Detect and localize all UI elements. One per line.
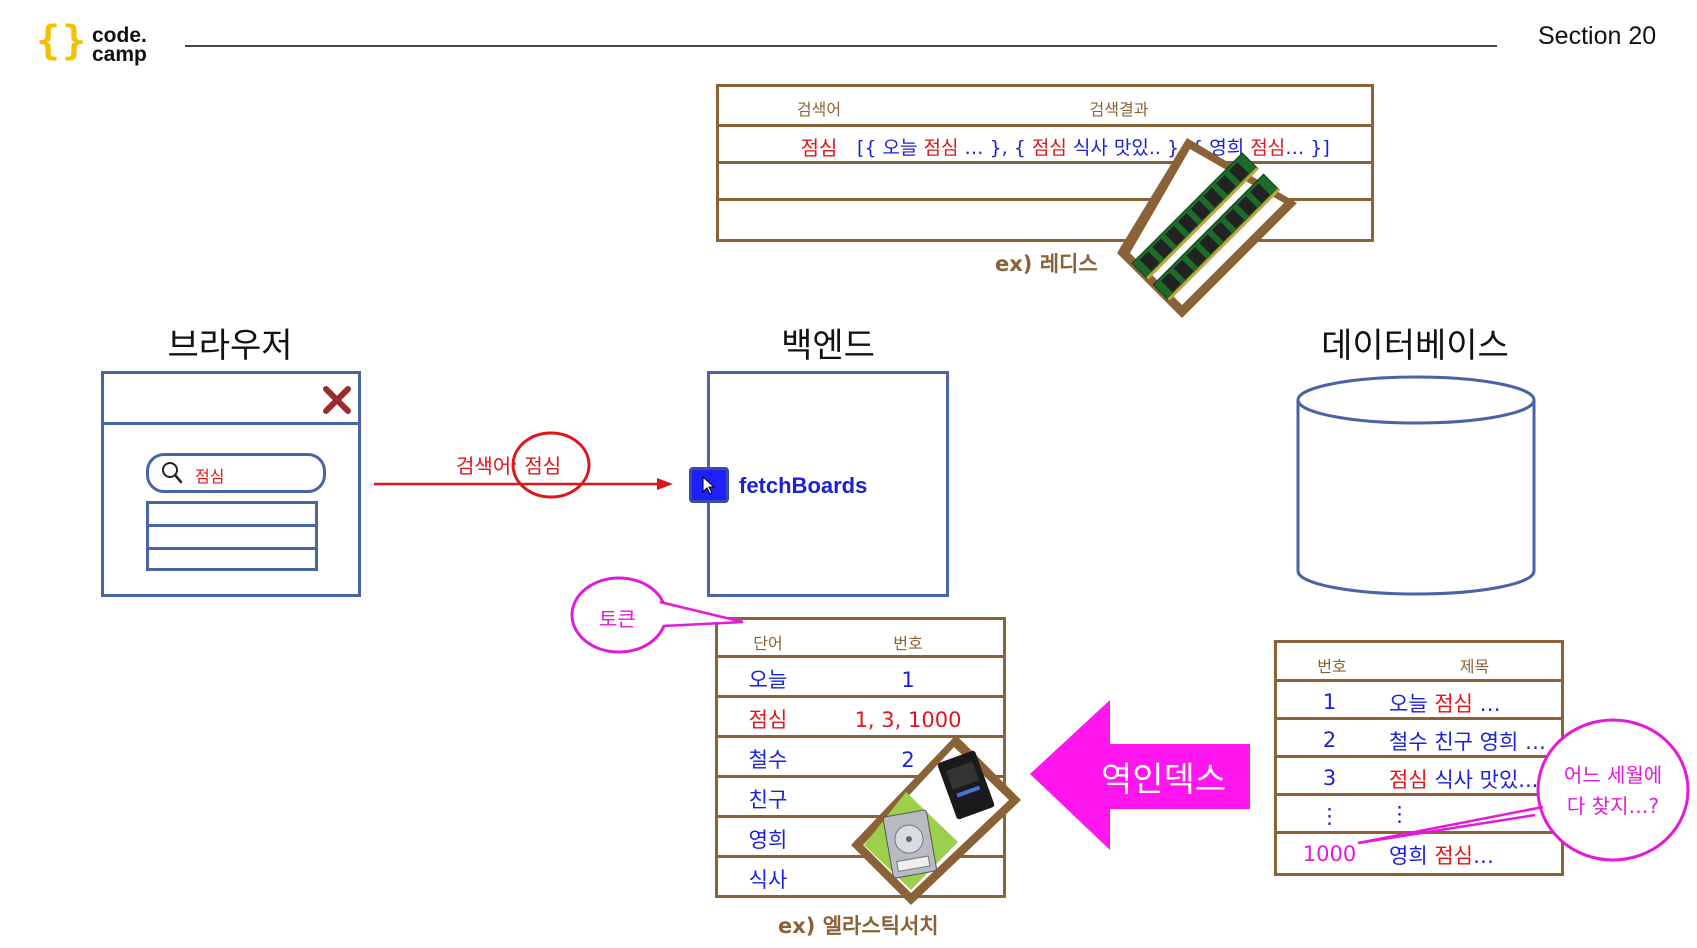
- db-row-title: 오늘 점심 …: [1389, 688, 1501, 718]
- section-label: Section 20: [1538, 22, 1657, 50]
- db-row-title: 철수 친구 영희 …: [1389, 726, 1546, 756]
- backend-function: fetchBoards: [739, 473, 868, 498]
- db-row-title-part: 점심: [1389, 768, 1428, 792]
- header-rule: [185, 45, 1497, 47]
- inverted-index-arrow: [1030, 700, 1250, 850]
- db-row: 3 점심 식사 맛있...: [1277, 758, 1561, 796]
- db-row-title-part: 철수 친구 영희 …: [1389, 730, 1546, 754]
- close-x-icon[interactable]: [323, 386, 351, 414]
- logo-text: code. camp: [92, 24, 147, 66]
- redis-header-row: 검색어 검색결과: [719, 87, 1371, 127]
- inverted-index-arrow-label: 역인덱스: [1101, 760, 1227, 800]
- ssd-image: [937, 750, 995, 820]
- redis-result-part: 점심: [1031, 137, 1067, 159]
- redis-header-result: 검색결과: [1089, 100, 1149, 119]
- database-cylinder: [1296, 375, 1536, 596]
- idx-row: 오늘 1: [718, 658, 1003, 698]
- backend-title: 백엔드: [781, 326, 875, 366]
- result-list-divider: [149, 547, 315, 550]
- search-icon: [162, 462, 183, 484]
- redis-result-part: [{ 오늘: [857, 137, 924, 159]
- database-title: 데이터베이스: [1321, 326, 1509, 366]
- browser-window: 점심: [101, 371, 361, 597]
- idx-row-word: 식사: [748, 868, 788, 892]
- redis-row-keyword: 점심: [800, 136, 838, 160]
- db-row-title: 영희 점심…: [1389, 840, 1494, 870]
- idx-caption: ex) 엘라스틱서치: [778, 914, 939, 938]
- db-header-title: 제목: [1459, 657, 1490, 676]
- request-label: 검색어: 점심: [456, 450, 561, 479]
- idx-row: 식사: [718, 858, 1003, 898]
- db-row-title-part: 오늘: [1389, 692, 1435, 716]
- idx-row: 점심 1, 3, 1000: [718, 698, 1003, 738]
- db-row: 1000 영희 점심…: [1277, 834, 1561, 870]
- hdd-image: [882, 809, 937, 879]
- idx-header-row: 단어 번호: [718, 620, 1003, 658]
- db-row-title-part: 식사 맛있...: [1427, 768, 1539, 792]
- redis-row-1: 점심 [{ 오늘 점심 … }, { 점심 식사 맛있.. }, { 영희 점심…: [719, 127, 1371, 164]
- result-list-divider: [149, 524, 315, 527]
- search-input-value: 점심: [195, 467, 225, 486]
- search-input[interactable]: 점심: [146, 453, 326, 493]
- redis-result-part: 점심: [923, 137, 959, 159]
- db-header-row: 번호 제목: [1277, 643, 1561, 682]
- db-row-no: 2: [1322, 728, 1337, 752]
- redis-result-part: … }, {: [958, 137, 1032, 159]
- idx-row: 영희: [718, 818, 1003, 858]
- database-table: 번호 제목 1 오늘 점심 … 2 철수 친구 영희 … 3 점심 식사 맛있... ⋮ ⋮ 1…: [1274, 640, 1564, 876]
- idx-row-word: 오늘: [748, 668, 788, 692]
- idx-row-word: 영희: [748, 828, 788, 852]
- idx-row-word: 친구: [748, 788, 788, 812]
- db-row-no: 1000: [1302, 842, 1357, 866]
- redis-result-part: 점심: [1250, 137, 1286, 159]
- token-bubble-text: 토큰: [599, 607, 636, 631]
- idx-row-word: 철수: [748, 748, 788, 772]
- idx-row-nums: 1, 3, 1000: [854, 708, 962, 732]
- db-row-no: ⋮: [1319, 804, 1340, 828]
- request-label-prefix: 검색어: [456, 454, 512, 478]
- result-list: [146, 501, 318, 571]
- logo-line1: code.: [92, 24, 147, 47]
- db-header-no: 번호: [1317, 657, 1347, 676]
- db-row-title: ⋮: [1389, 802, 1410, 826]
- browser-titlebar-divider: [104, 422, 358, 425]
- db-row-title-part: 점심: [1434, 692, 1473, 716]
- endpoint-handle[interactable]: [689, 467, 729, 503]
- db-row-title-part: …: [1472, 844, 1494, 868]
- cursor-icon: [702, 476, 716, 495]
- token-bubble-outline: [570, 576, 744, 654]
- logo-brace-close: }: [62, 18, 87, 64]
- backend-box: fetchBoards: [689, 371, 949, 597]
- idx-row-word: 점심: [748, 708, 788, 732]
- db-row-title-part: 영희: [1389, 844, 1435, 868]
- db-row-title-part: ⋮: [1389, 802, 1410, 826]
- redis-result-part: … }]: [1285, 137, 1330, 159]
- speech-bubble-outline: [1357, 718, 1690, 862]
- request-label-value: 점심: [524, 454, 562, 478]
- db-row-no: 3: [1322, 766, 1337, 790]
- speech-bubble-text: 어느 세월에 다 찾지…?: [1563, 763, 1663, 818]
- highlight-circle: [511, 431, 591, 499]
- db-row-title: 점심 식사 맛있...: [1389, 764, 1538, 794]
- logo-brace-open: {: [36, 18, 61, 64]
- idx-row-nums: 1: [901, 668, 915, 692]
- idx-row: 철수 2: [718, 738, 1003, 778]
- db-row-title-part: 점심: [1434, 844, 1473, 868]
- db-row-no: 1: [1322, 690, 1337, 714]
- redis-caption: ex) 레디스: [995, 252, 1098, 276]
- db-row-title-part: …: [1472, 692, 1501, 716]
- redis-header-keyword: 검색어: [796, 100, 842, 119]
- request-arrow: [374, 478, 673, 490]
- db-row: 1 오늘 점심 …: [1277, 682, 1561, 720]
- idx-header-word: 단어: [753, 634, 783, 653]
- logo-line2: camp: [92, 43, 147, 66]
- idx-row-nums: 2: [901, 748, 915, 772]
- idx-header-nums: 번호: [893, 634, 923, 653]
- storage-image: [851, 735, 1021, 905]
- db-row: 2 철수 친구 영희 …: [1277, 720, 1561, 758]
- ram-chip-image: [1117, 138, 1297, 318]
- redis-row-2: [719, 164, 1371, 201]
- request-label-colon: :: [511, 454, 525, 478]
- browser-title: 브라우저: [167, 326, 293, 366]
